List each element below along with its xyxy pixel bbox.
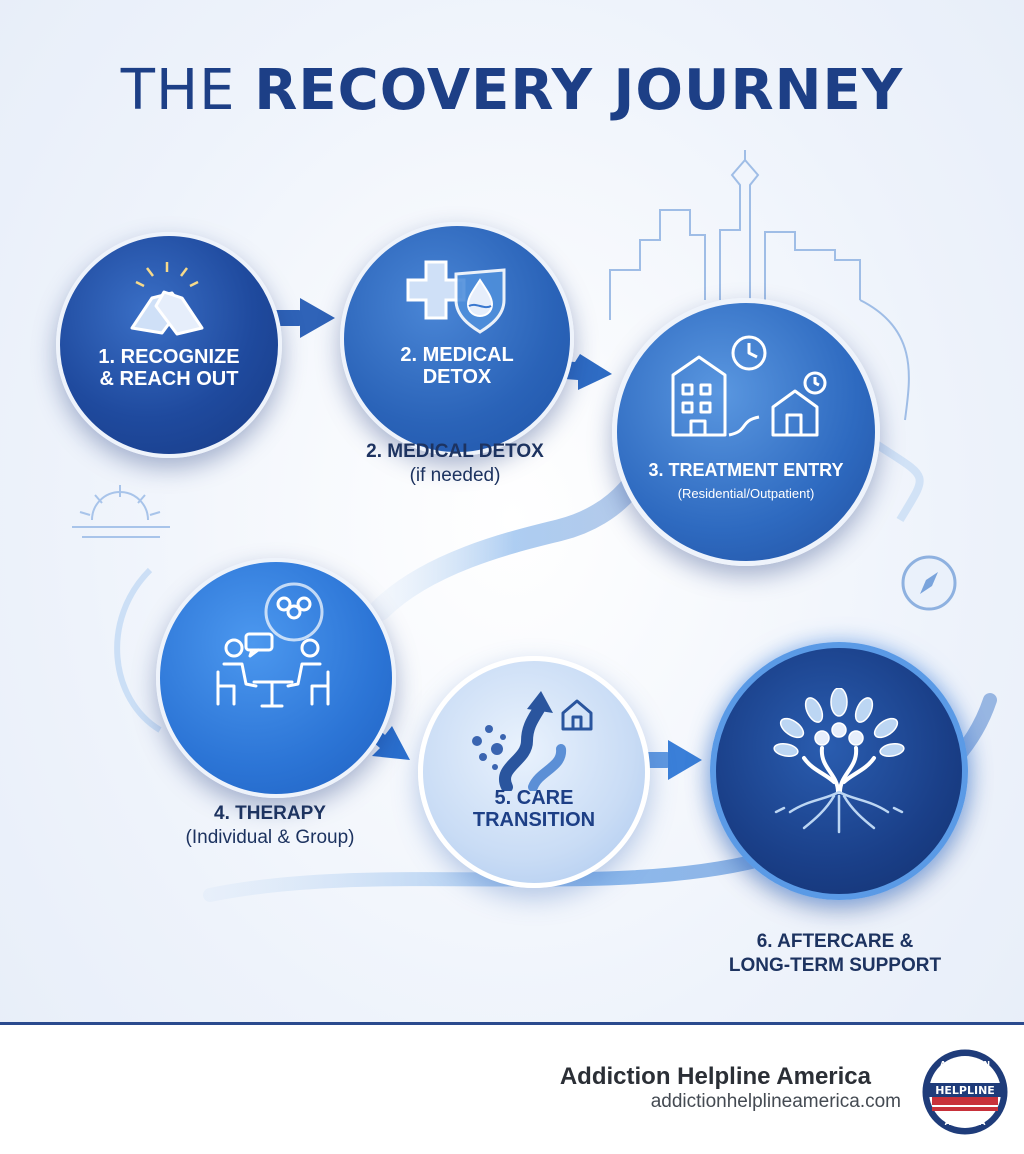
step-2-caption-sub: (if needed) (409, 465, 501, 486)
step-2-label: 2. MEDICAL DETOX (400, 344, 514, 388)
therapy-group-icon (216, 582, 330, 708)
step-2-circle: 2. MEDICAL DETOX (340, 222, 574, 456)
step-5-circle: 5. CARE TRANSITION (418, 656, 650, 888)
handshake-icon (130, 262, 204, 336)
sunrise-icon (72, 485, 170, 538)
flow-swoosh-right (867, 436, 924, 523)
flow-swoosh-left (114, 567, 162, 733)
step-4-circle (156, 558, 396, 798)
step-2-caption-title: 2. MEDICAL DETOX (366, 441, 544, 462)
badge-top-text: ADDICTION (940, 1060, 990, 1069)
step-5-label: 5. CARE TRANSITION (472, 787, 596, 831)
city-skyline-icon (609, 150, 910, 421)
step-1-label: 1. RECOGNIZE & REACH OUT (98, 346, 240, 390)
title-light: THE (120, 58, 236, 123)
footer (0, 1025, 1024, 1154)
medical-cross-drop-icon (406, 260, 506, 334)
compass-icon (901, 555, 957, 611)
helpline-badge-logo: HELPLINE ADDICTION AMERICA (919, 1046, 1011, 1138)
tree-roots-icon (773, 688, 905, 834)
step-6-circle (710, 642, 968, 900)
buildings-clock-icon (671, 335, 827, 437)
title-bold: RECOVERY JOURNEY (254, 58, 904, 123)
step-6-caption-title: 6. AFTERCARE & LONG-TERM SUPPORT (728, 931, 942, 976)
step-3-circle: 3. TREATMENT ENTRY (Residential/Outpatie… (612, 298, 880, 566)
step-3-sub: (Residential/Outpatient) (677, 486, 815, 501)
step-4-caption-title: 4. THERAPY (214, 803, 326, 824)
path-arrow-home-icon (472, 691, 593, 791)
brand-url[interactable]: addictionhelplineamerica.com (650, 1091, 901, 1112)
step-6-caption: 6. AFTERCARE & LONG-TERM SUPPORT (700, 906, 970, 978)
footer-divider (0, 1022, 1024, 1025)
step-1-circle: 1. RECOGNIZE & REACH OUT (56, 232, 282, 458)
badge-mid-text: HELPLINE (935, 1084, 995, 1097)
step-4-caption-sub: (Individual & Group) (185, 827, 355, 848)
brand-name: Addiction Helpline America (559, 1063, 871, 1090)
step-2-caption: 2. MEDICAL DETOX (if needed) (330, 440, 580, 488)
badge-bottom-text: AMERICA (945, 1118, 987, 1127)
step-4-caption: 4. THERAPY (Individual & Group) (150, 802, 390, 850)
step-3-label: 3. TREATMENT ENTRY (648, 460, 844, 480)
page-title: THE RECOVERY JOURNEY (0, 58, 1024, 123)
